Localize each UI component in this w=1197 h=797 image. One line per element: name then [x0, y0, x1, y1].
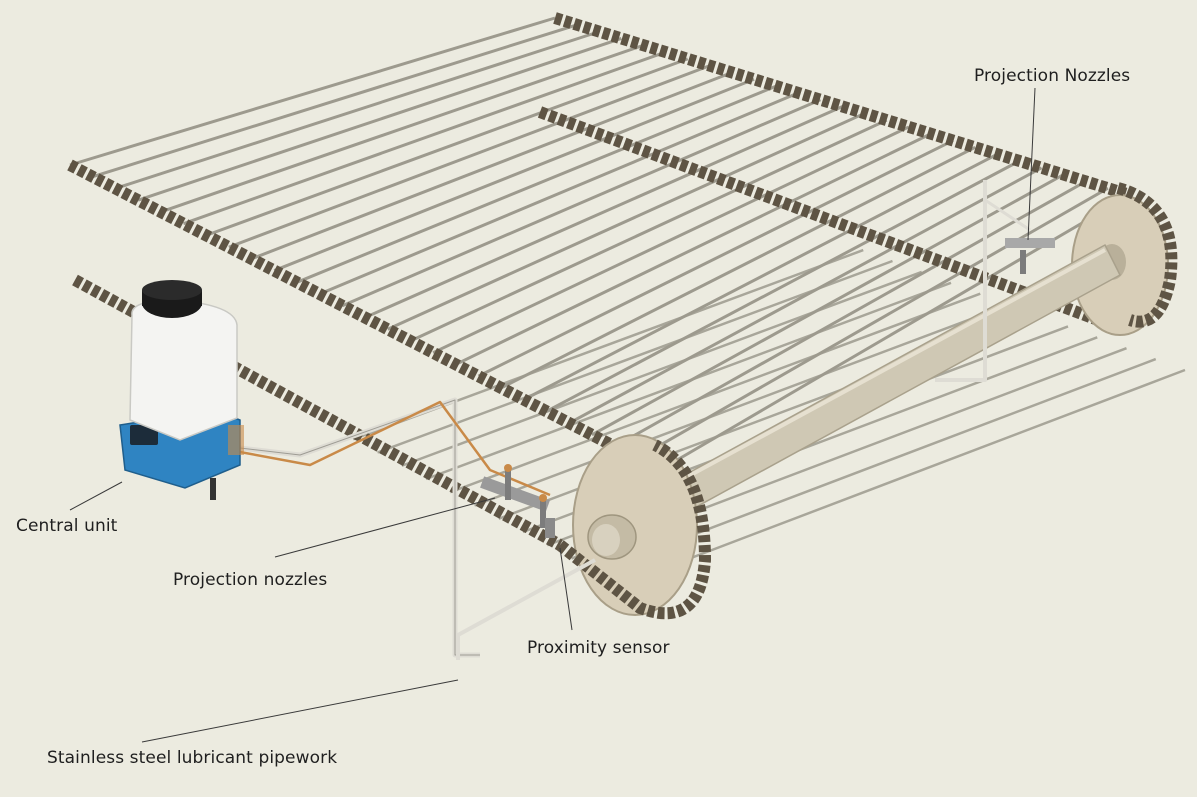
- conveyor-rods: [69, 16, 1186, 587]
- rod: [160, 43, 644, 214]
- leader-lines: [69, 87, 1036, 743]
- rod: [92, 23, 578, 179]
- right-nozzle-bracket: [1005, 238, 1055, 274]
- return-rod: [425, 281, 952, 481]
- far-upper-chain: [553, 12, 1132, 201]
- label-pipework: Stainless steel lubricant pipework: [47, 748, 338, 768]
- rod: [250, 71, 733, 261]
- front-chain-wrap: [556, 439, 712, 620]
- rod: [659, 193, 1131, 472]
- return-rod: [619, 368, 1186, 587]
- proximity-sensor-device: [545, 518, 555, 538]
- rod: [455, 132, 932, 366]
- rod: [296, 84, 777, 284]
- rod: [69, 16, 556, 167]
- near-upper-chain: [67, 159, 663, 476]
- rod: [341, 98, 821, 308]
- label-projection-nozzles-right: Projection Nozzles: [974, 66, 1131, 86]
- return-rod: [401, 270, 923, 467]
- return-rod: [377, 259, 893, 454]
- label-projection-nozzles-left: Projection nozzles: [173, 570, 328, 590]
- rod: [477, 139, 954, 378]
- rod: [636, 186, 1109, 460]
- return-rod: [449, 292, 981, 494]
- rod: [523, 152, 998, 401]
- rod: [319, 91, 799, 296]
- rod: [137, 37, 622, 202]
- rod: [568, 166, 1043, 425]
- return-rod: [474, 303, 1010, 507]
- rod: [500, 146, 976, 390]
- front-sprocket: [572, 434, 698, 616]
- rod: [182, 50, 667, 226]
- central-unit-device: [119, 280, 244, 500]
- rear-chain-wrap: [1116, 182, 1178, 328]
- rod: [387, 111, 866, 331]
- rod: [228, 64, 711, 249]
- rod: [114, 30, 600, 190]
- rod: [205, 57, 689, 237]
- rod: [409, 118, 888, 343]
- rod: [364, 105, 844, 319]
- left-nozzle-bracket: [480, 464, 550, 528]
- rod: [432, 125, 910, 355]
- label-central-unit: Central unit: [16, 516, 118, 536]
- label-proximity-sensor: Proximity sensor: [527, 638, 670, 658]
- rod: [273, 77, 755, 272]
- rod: [545, 159, 1021, 413]
